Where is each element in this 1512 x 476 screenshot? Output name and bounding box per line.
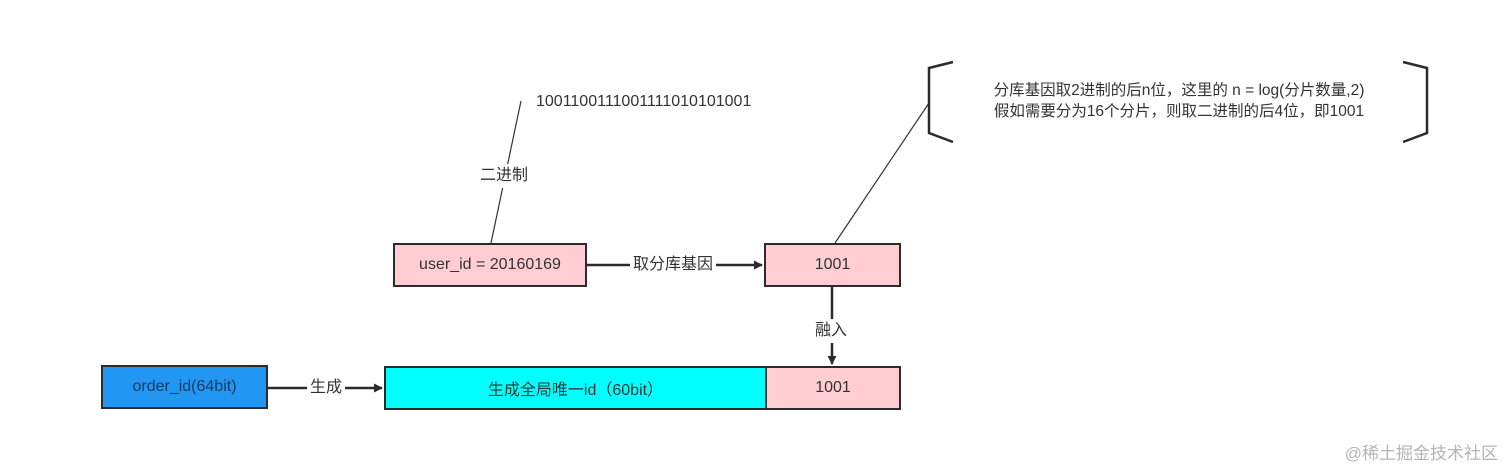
user-id-node: user_id = 20160169 bbox=[393, 243, 587, 287]
generate-edge-label: 生成 bbox=[307, 378, 346, 398]
gene-node-top: 1001 bbox=[764, 243, 901, 287]
user-id-text: user_id = 20160169 bbox=[419, 256, 561, 273]
order-id-node: order_id(64bit) bbox=[101, 365, 268, 409]
note-connector-line bbox=[834, 102, 930, 244]
gene-top-text: 1001 bbox=[814, 256, 851, 273]
global-id-node: 生成全局唯一id（60bit） bbox=[384, 366, 767, 410]
binary-value-text: 1001100111001111010101001 bbox=[536, 93, 752, 110]
global-id-text: 生成全局唯一id（60bit） bbox=[487, 382, 664, 399]
take-gene-edge-label: 取分库基因 bbox=[630, 255, 717, 275]
gene-node-bottom: 1001 bbox=[765, 366, 901, 410]
gene-bottom-text: 1001 bbox=[815, 379, 851, 396]
gene-rule-note: 分库基因取2进制的后n位，这里的 n = log(分片数量,2) 假如需要分为1… bbox=[953, 80, 1405, 122]
note-bracket-right bbox=[1402, 60, 1429, 144]
note-line-1: 分库基因取2进制的后n位，这里的 n = log(分片数量,2) bbox=[993, 82, 1365, 99]
merge-edge-label: 融入 bbox=[815, 319, 848, 343]
binary-edge-label: 二进制 bbox=[479, 164, 530, 188]
order-id-text: order_id(64bit) bbox=[132, 378, 237, 395]
watermark: @稀土掘金技术社区 bbox=[1344, 444, 1498, 463]
note-bracket-left bbox=[927, 60, 954, 144]
note-line-2: 假如需要分为16个分片，则取二进制的后4位，即1001 bbox=[993, 103, 1365, 120]
